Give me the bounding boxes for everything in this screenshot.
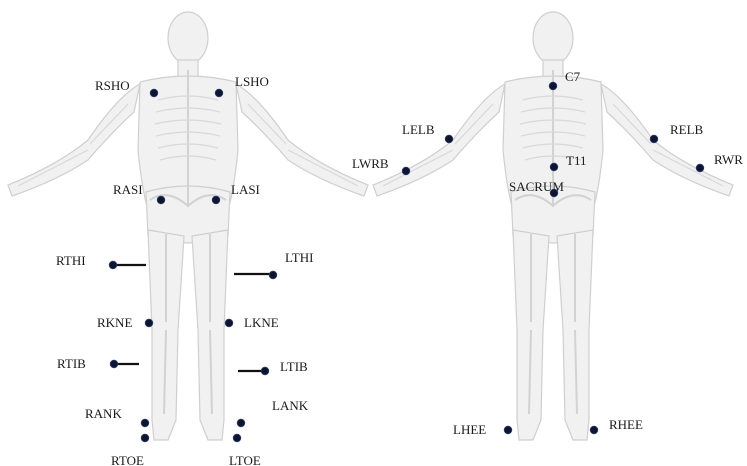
- marker-t11: [550, 163, 558, 171]
- label-rasi: RASI: [113, 182, 143, 197]
- marker-relb: [650, 135, 658, 143]
- label-rthi: RTHI: [56, 253, 86, 268]
- label-c7: C7: [565, 69, 581, 84]
- label-rwr: RWR: [714, 152, 743, 167]
- marker-lsho: [215, 89, 223, 97]
- marker-lasi: [212, 196, 220, 204]
- marker-rkne: [145, 319, 153, 327]
- marker-rtoe: [141, 434, 149, 442]
- label-lthi: LTHI: [285, 250, 313, 265]
- label-sacrum: SACRUM: [509, 179, 564, 194]
- label-rhee: RHEE: [609, 417, 643, 432]
- back-body-figure: [373, 12, 733, 440]
- label-lelb: LELB: [402, 122, 435, 137]
- label-ltib: LTIB: [280, 359, 308, 374]
- marker-rsho: [150, 89, 158, 97]
- marker-rwr: [696, 164, 704, 172]
- marker-lwrb: [402, 167, 410, 175]
- label-rsho: RSHO: [95, 78, 130, 93]
- label-ltoe: LTOE: [229, 453, 261, 466]
- marker-lhee: [504, 426, 512, 434]
- marker-rasi: [157, 196, 165, 204]
- marker-lthi: [269, 271, 277, 279]
- label-relb: RELB: [670, 122, 704, 137]
- label-t11: T11: [566, 153, 586, 168]
- label-lhee: LHEE: [453, 422, 486, 437]
- marker-ltib: [261, 367, 269, 375]
- label-rkne: RKNE: [97, 315, 132, 330]
- label-rank: RANK: [85, 406, 122, 421]
- marker-lank: [237, 419, 245, 427]
- front-body-figure: [8, 12, 368, 440]
- label-lank: LANK: [272, 398, 309, 413]
- label-lasi: LASI: [231, 182, 260, 197]
- marker-rank: [141, 419, 149, 427]
- marker-rhee: [590, 426, 598, 434]
- marker-lelb: [445, 135, 453, 143]
- marker-rtib: [110, 360, 118, 368]
- marker-ltoe: [233, 434, 241, 442]
- label-lsho: LSHO: [235, 74, 269, 89]
- label-rtib: RTIB: [57, 356, 86, 371]
- label-lkne: LKNE: [244, 315, 279, 330]
- marker-lkne: [225, 319, 233, 327]
- marker-rthi: [109, 261, 117, 269]
- label-lwrb: LWRB: [352, 156, 389, 171]
- label-rtoe: RTOE: [111, 453, 144, 466]
- marker-c7: [549, 82, 557, 90]
